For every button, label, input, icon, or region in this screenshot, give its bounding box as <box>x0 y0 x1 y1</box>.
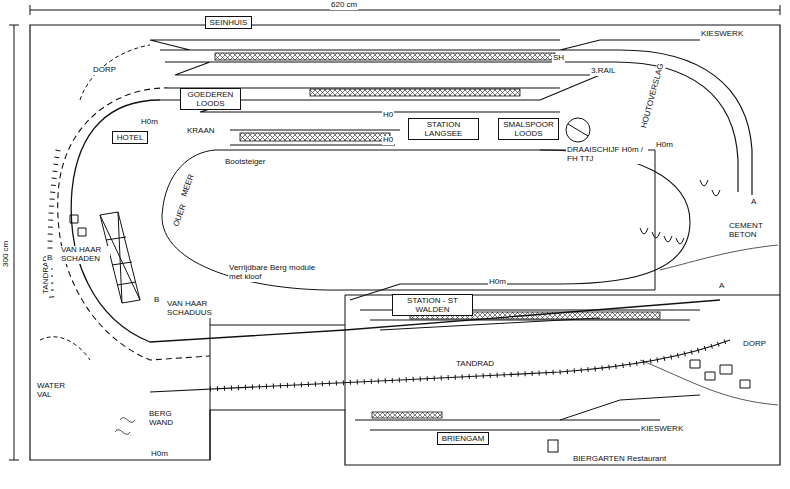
building-name: STATION LANGSEE <box>413 120 475 138</box>
platform <box>372 412 442 418</box>
plan-label: 3.RAIL <box>590 67 616 76</box>
plan-label: DORP <box>92 66 117 75</box>
building-box: HOTEL <box>112 131 148 144</box>
plan-label: CEMENT BETON <box>728 222 776 240</box>
board-outline <box>30 25 780 465</box>
plan-label: MEER <box>180 172 197 199</box>
plan-label: B <box>153 296 160 305</box>
plan-label: KIESWERK <box>700 30 744 39</box>
plan-label: 620 cm <box>330 1 358 10</box>
village-boundary <box>40 337 90 360</box>
plan-label: A <box>718 282 725 291</box>
main-line <box>71 100 720 342</box>
building-name: HOTEL <box>117 133 144 142</box>
building-name: GOEDEREN LOODS <box>185 90 237 108</box>
plan-label: KIESWERK <box>640 425 684 434</box>
rack-ticks <box>210 340 730 389</box>
village-boundary <box>80 45 150 100</box>
rack-line <box>150 340 730 392</box>
plan-label: H0 <box>382 136 394 145</box>
building-name: BRIENGAM <box>442 434 485 443</box>
plan-label: VAN HAAR SCHADUUS <box>166 300 214 318</box>
plan-label: KRAAN <box>186 127 216 136</box>
turntable <box>566 118 590 142</box>
building-name: SMALSPOOR LOODS <box>503 120 555 138</box>
rack-ticks <box>50 150 58 300</box>
plan-label: H0m <box>655 141 674 150</box>
plan-label: H0m <box>488 278 507 287</box>
plan-label: VAN HAAR SCHADEN <box>60 246 110 264</box>
building-name: STATION - ST WALDEN <box>397 296 469 314</box>
building-name: SEINHUIS <box>210 18 248 27</box>
plan-label: A <box>750 198 757 207</box>
plan-label: BIERGARTEN Restaurant <box>572 455 667 464</box>
turntable-bridge <box>568 124 588 136</box>
platform <box>310 89 520 96</box>
contour-line <box>640 245 778 405</box>
yard-tracks <box>150 40 752 195</box>
terrain-marks <box>640 180 720 244</box>
plan-label: TANDRAD <box>455 360 495 369</box>
module-border <box>210 295 780 460</box>
plan-label: BERG WAND <box>148 410 190 428</box>
inner-opening <box>162 150 655 290</box>
plan-label: WATER VAL <box>36 382 74 400</box>
plan-label: H0m <box>150 450 169 459</box>
building-box: STATION - ST WALDEN <box>392 294 473 316</box>
platform <box>215 53 555 60</box>
plan-label: B <box>46 254 53 263</box>
plan-label: H0m <box>140 118 159 127</box>
plan-label: H0 <box>382 111 394 120</box>
dimension-line <box>30 5 780 15</box>
building-box: SEINHUIS <box>205 16 252 29</box>
platform <box>240 133 390 141</box>
plan-label: DRAAISCHIJF H0m / FH TTJ <box>566 146 648 164</box>
plan-label: OUER <box>172 202 189 229</box>
plan-label: 300 cm <box>2 240 11 268</box>
building-box: BRIENGAM <box>437 432 489 445</box>
plan-label: Verrijdbare Berg module met kloof <box>228 264 318 282</box>
plan-label: DORP <box>742 340 767 349</box>
building-box: GOEDEREN LOODS <box>180 88 241 110</box>
building-box: STATION LANGSEE <box>408 118 479 140</box>
plan-label: HOUTOVERSLAG <box>640 62 666 130</box>
building-box: SMALSPOOR LOODS <box>498 118 559 140</box>
plan-label: SH <box>552 54 565 63</box>
narrow-gauge-line <box>350 150 690 300</box>
plan-label: Bootsteiger <box>224 158 266 167</box>
beer-garden-symbol <box>548 440 558 452</box>
house-symbol <box>70 215 750 388</box>
